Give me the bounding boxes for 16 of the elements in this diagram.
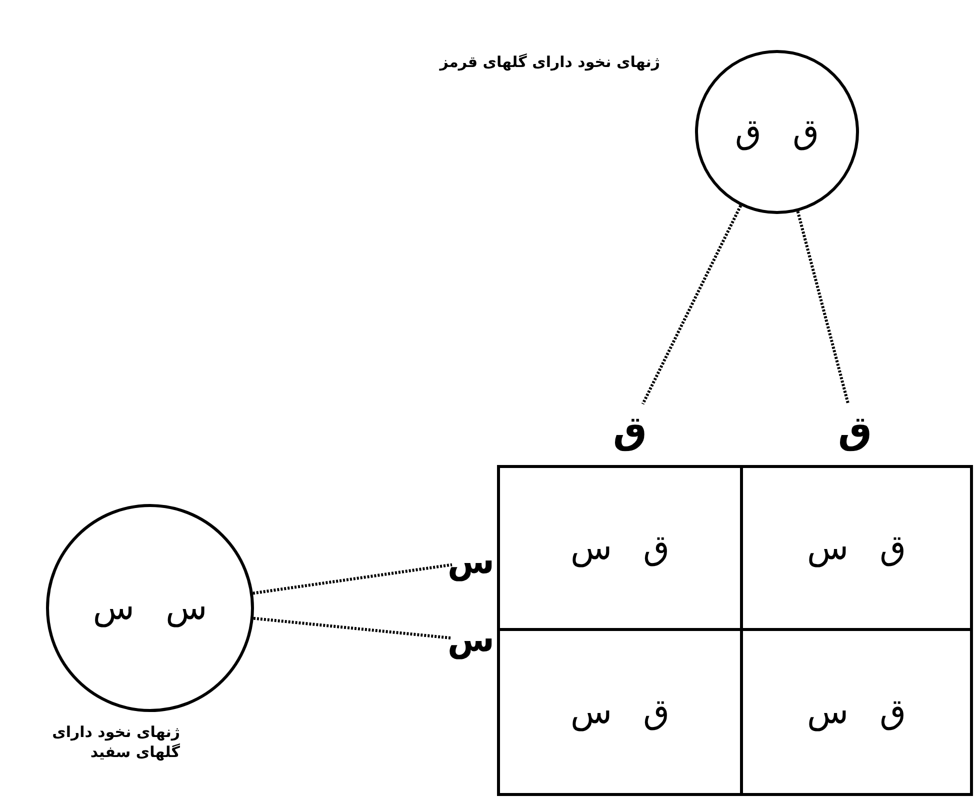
punnett-cell: ق س — [740, 628, 973, 796]
node-label: ژنهای نخود دارای گلهای قرمز — [438, 52, 660, 72]
punnett-cell: ق س — [497, 628, 743, 796]
connector — [252, 563, 452, 595]
node-label: ژنهای نخود دارای گلهای سفید — [51, 722, 180, 762]
parent-circle: س س — [46, 504, 254, 712]
punnett-cell: ق س — [497, 465, 743, 631]
connector — [253, 616, 452, 640]
connector — [641, 204, 742, 405]
punnett-cell: ق س — [740, 465, 973, 631]
connector — [796, 210, 850, 404]
allele-label: ق — [608, 404, 652, 456]
allele-label: ق — [833, 404, 877, 456]
allele-label: س — [452, 618, 490, 662]
allele-label: س — [452, 540, 490, 584]
parent-circle: ق ق — [695, 50, 859, 214]
